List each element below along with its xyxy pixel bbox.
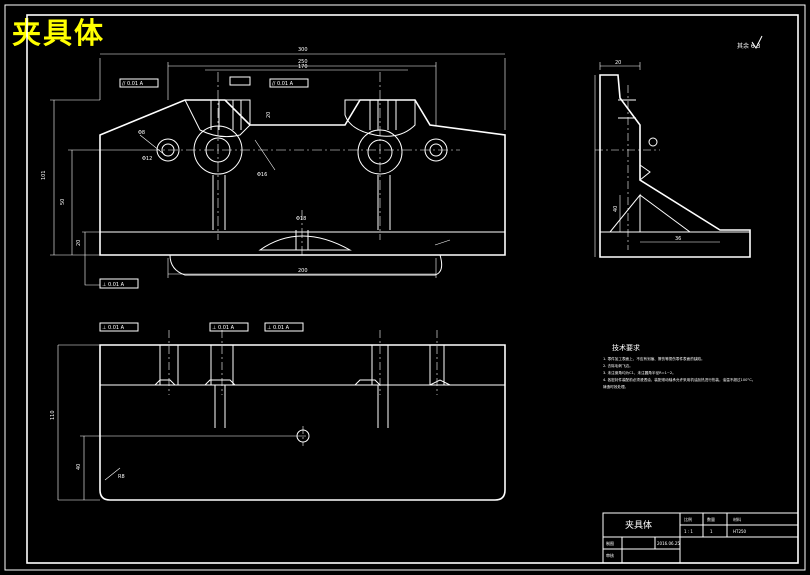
side-dim-h: 40 (613, 206, 619, 212)
drawing-border (4, 4, 806, 571)
side-dim-w: 36 (675, 236, 681, 242)
dim-250: 250 (298, 59, 308, 65)
tol-frame-2: ⊥ 0.01 A (102, 282, 125, 288)
front-view (50, 53, 506, 286)
dim-200: 200 (298, 268, 308, 274)
title-block-qty: 1 (710, 529, 713, 534)
tol-frame-6: ⊥ 0.01 A (267, 325, 290, 331)
side-dim-top: 20 (615, 60, 621, 66)
drawing-inner-frame (26, 14, 799, 564)
title-block-mat-header: 材料 (733, 516, 741, 522)
dim-20b: 20 (266, 112, 272, 118)
tech-line-5: 铸造时效处理。 (603, 384, 628, 389)
title-block-r1-label: 制图 (606, 540, 614, 546)
front-dim-labels: 300 250 170 200 101 50 20 20 Φ8 Φ12 Φ16 … (41, 47, 308, 274)
plan-dim-h2: 40 (76, 464, 82, 470)
title-block-scale-header: 比例 (684, 516, 692, 522)
title-block-r1-val: 2016.06.25 (657, 541, 680, 546)
tech-line-4: 4. 各密封件装配前必须浸透油，装配滚动轴承允许采用机油加热进行热装，油温不超过… (603, 377, 755, 382)
tech-line-2: 2. 去除毛刺飞边。 (603, 363, 633, 368)
plan-view: 110 40 R8 (50, 330, 506, 501)
dim-slot: Φ18 (296, 216, 306, 222)
tol-frame-3: // 0.01 A (272, 81, 294, 87)
plan-dim-r: R8 (118, 474, 125, 480)
tech-line-1: 1. 零件加工表面上，不应有划痕、擦伤等损伤零件表面的缺陷。 (603, 356, 705, 361)
tolerance-frames-front: // 0.01 A // 0.01 A ⊥ 0.01 A (99, 76, 309, 289)
tolerance-frames-plan: ⊥ 0.01 A ⊥ 0.01 A ⊥ 0.01 A (99, 322, 304, 332)
roughness-text: 其余 6.3 (737, 42, 761, 50)
side-view: 20 40 36 (594, 60, 751, 258)
plan-dim-h: 110 (50, 410, 56, 420)
dim-170: 170 (298, 64, 308, 70)
dim-phi12: Φ12 (142, 156, 152, 162)
dim-300: 300 (298, 47, 308, 53)
title-block: 夹具体 比例 数量 材料 1 : 1 1 HT250 制图 2016.06.25… (602, 512, 799, 564)
roughness-note: 其余 6.3 (737, 35, 763, 50)
title-block-name: 夹具体 (625, 519, 652, 531)
title-block-qty-header: 数量 (707, 516, 715, 522)
tol-frame-4: ⊥ 0.01 A (102, 325, 125, 331)
dim-101: 101 (41, 170, 47, 180)
title-block-material: HT250 (733, 529, 747, 534)
dim-50: 50 (60, 199, 66, 205)
tol-frame-1: // 0.01 A (122, 81, 144, 87)
tech-heading: 技术要求 (612, 343, 640, 352)
title-block-r2-label: 审核 (606, 552, 614, 558)
tol-frame-5: ⊥ 0.01 A (212, 325, 235, 331)
dim-20: 20 (76, 240, 82, 246)
title-block-scale: 1 : 1 (684, 529, 693, 534)
tech-requirements: 技术要求 1. 零件加工表面上，不应有划痕、擦伤等损伤零件表面的缺陷。 2. 去… (603, 343, 755, 389)
dim-phi8: Φ8 (138, 130, 145, 136)
tech-line-3: 3. 未注倒角均为C1，未注圆角半径R=1~2。 (603, 370, 676, 375)
dim-phi16: Φ16 (257, 172, 267, 178)
